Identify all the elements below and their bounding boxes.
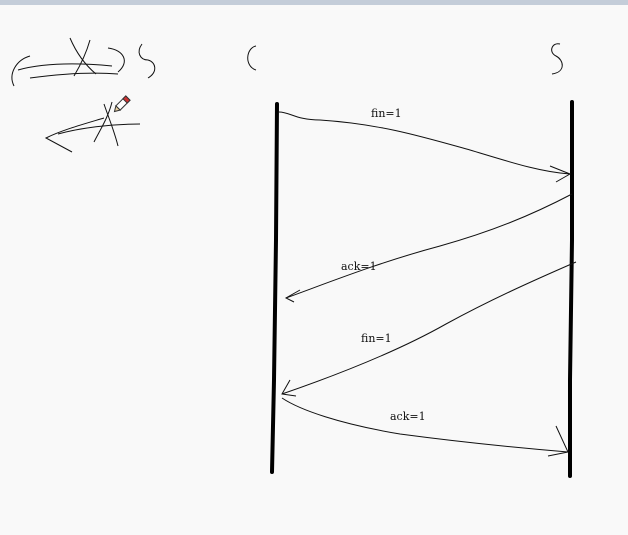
- scribble-doodle: [11, 37, 156, 153]
- message-arrow-4: ack=1: [281, 397, 569, 457]
- lifeline-server: [568, 100, 574, 478]
- participant-right: s: [551, 43, 563, 75]
- message-arrow-2: ack=1: [284, 193, 573, 303]
- message-label-1: fin=1: [371, 107, 402, 120]
- window-top-bar: [0, 0, 628, 5]
- participant-right-glyph: [551, 43, 563, 75]
- message-arrow-1: fin=1: [278, 107, 572, 183]
- sequence-diagram: c s fin=1 ack=1 fin=1: [11, 37, 577, 478]
- message-label-2: ack=1: [341, 260, 377, 273]
- message-arrow-3: fin=1: [281, 261, 577, 397]
- drawing-canvas[interactable]: c s fin=1 ack=1 fin=1: [0, 5, 628, 531]
- participant-left-glyph: [247, 45, 257, 71]
- message-label-4: ack=1: [390, 410, 426, 423]
- participant-left: c: [247, 45, 257, 71]
- message-label-3: fin=1: [361, 332, 392, 345]
- pencil-icon: [113, 95, 131, 113]
- lifeline-client: [270, 102, 279, 474]
